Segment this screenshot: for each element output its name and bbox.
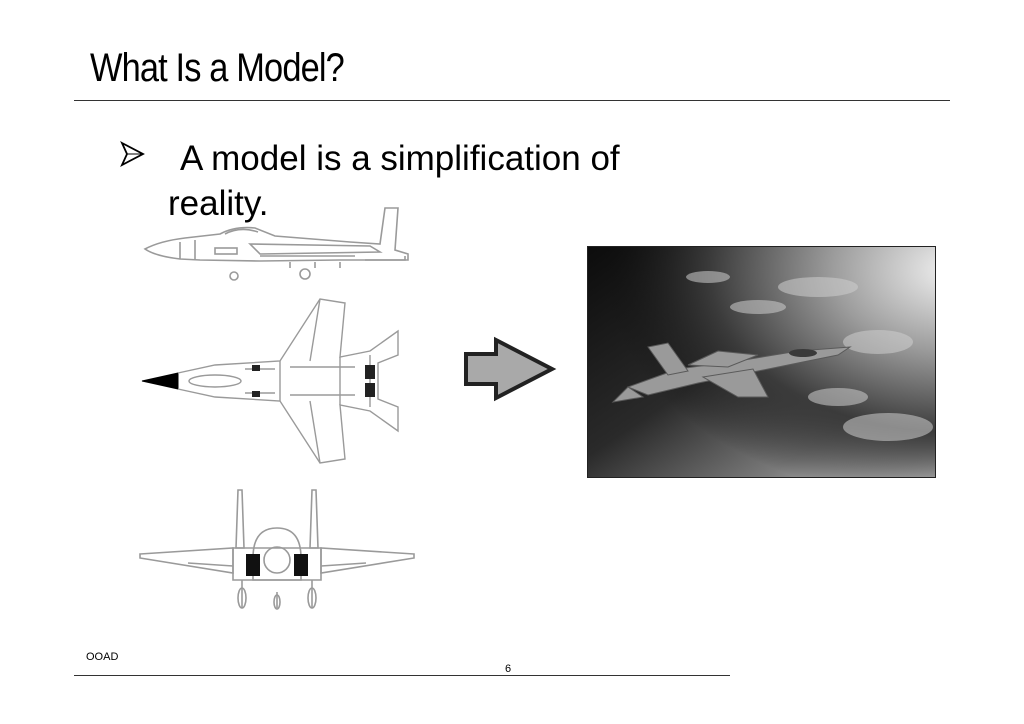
jet-front-view-drawing bbox=[139, 489, 415, 610]
jet-side-view-drawing bbox=[143, 207, 409, 281]
jet-top-view-drawing bbox=[141, 298, 399, 464]
arrowhead-bullet-icon bbox=[120, 140, 145, 168]
fighter-jet-photo-image bbox=[588, 247, 935, 477]
bullet-text: A model is a simplification of reality. bbox=[168, 139, 620, 223]
slide-title: What Is a Model? bbox=[90, 46, 345, 90]
page-number: 6 bbox=[505, 663, 512, 675]
fighter-jet-photo bbox=[587, 246, 936, 478]
title-divider bbox=[74, 100, 950, 101]
footer-divider bbox=[74, 675, 730, 676]
right-arrow-icon bbox=[464, 336, 557, 402]
footer-course-label: OOAD bbox=[86, 651, 119, 663]
